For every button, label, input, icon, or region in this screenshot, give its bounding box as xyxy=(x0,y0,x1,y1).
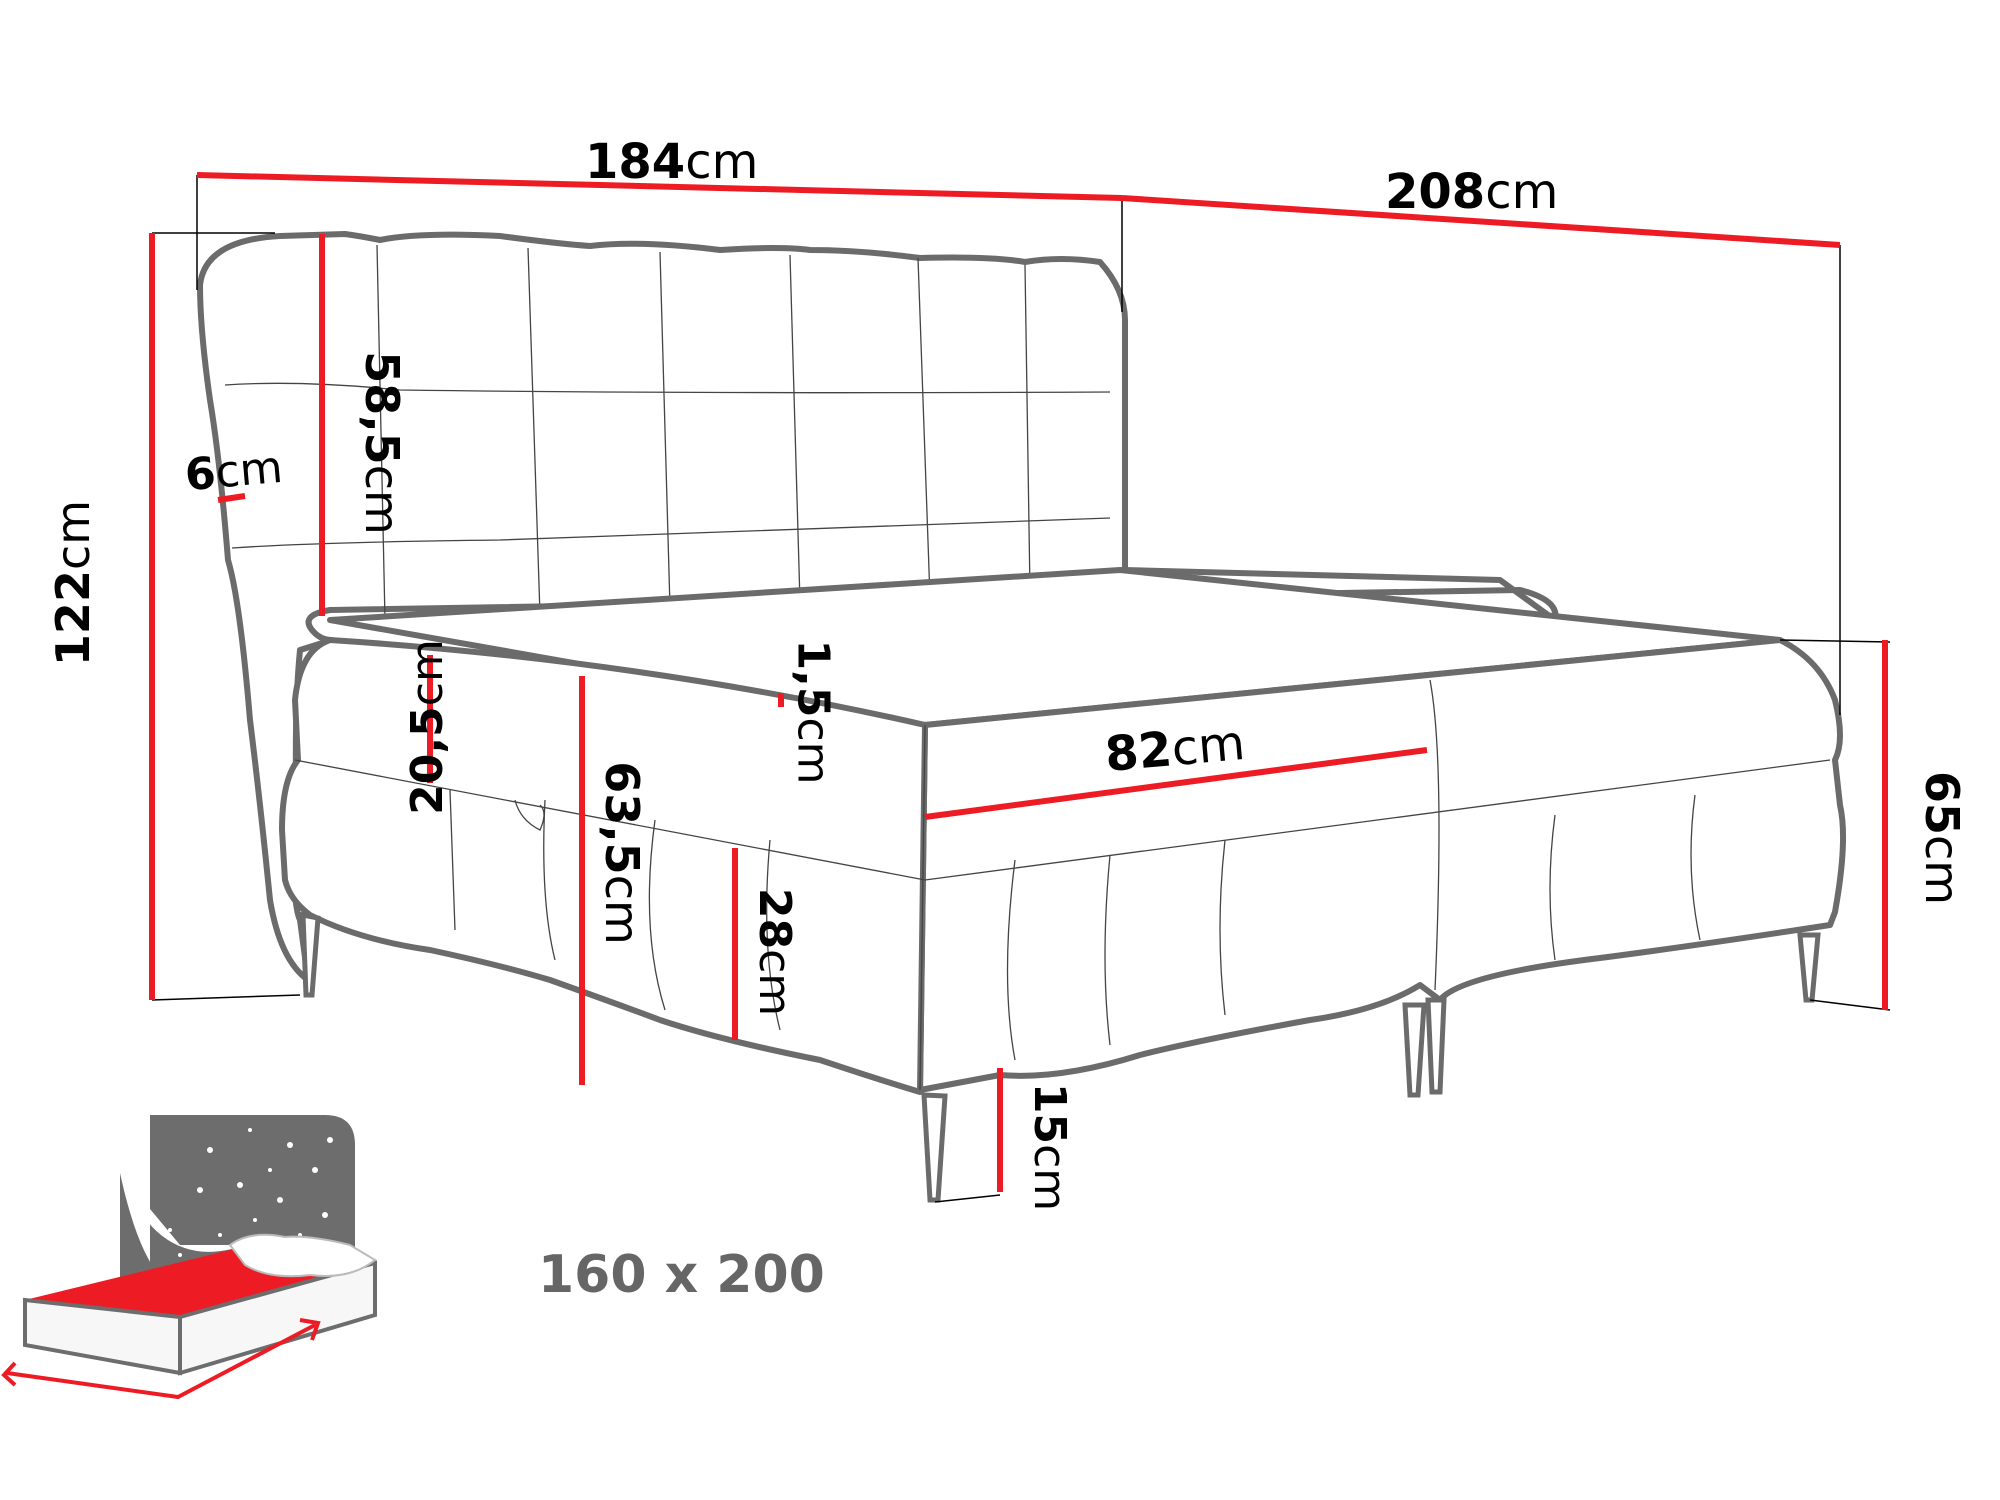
extension-lines xyxy=(151,175,1891,1203)
label-15cm: 15cm xyxy=(1024,1082,1076,1212)
base-seams xyxy=(294,679,1831,1091)
headboard xyxy=(197,231,1559,983)
label-82cm: 82cm xyxy=(1102,715,1248,783)
mattress-base xyxy=(279,567,1847,1095)
label-122cm: 122cm xyxy=(46,499,101,667)
label-65cm: 65cm xyxy=(1915,770,1970,906)
mattress-size-label: 160 x 200 xyxy=(538,1245,825,1305)
label-6cm: 6cm xyxy=(182,441,285,502)
dim-line-6 xyxy=(217,493,246,503)
label-20-5cm: 20,5cm xyxy=(401,639,453,815)
label-58-5cm: 58,5cm xyxy=(354,351,409,535)
dimension-lines xyxy=(149,172,1888,1192)
tufting-lines xyxy=(224,244,1111,621)
mattress-size-icon xyxy=(1,1115,377,1400)
label-1-5cm: 1,5cm xyxy=(787,639,839,785)
label-184cm: 184cm xyxy=(585,134,759,190)
label-208cm: 208cm xyxy=(1385,164,1559,220)
dim-line-184 xyxy=(196,172,1123,201)
label-28cm: 28cm xyxy=(749,887,801,1017)
label-63-5cm: 63,5cm xyxy=(594,761,649,945)
bed-legs xyxy=(300,911,1821,1203)
dim-line-82 xyxy=(924,747,1428,820)
dim-line-208 xyxy=(1121,195,1841,248)
